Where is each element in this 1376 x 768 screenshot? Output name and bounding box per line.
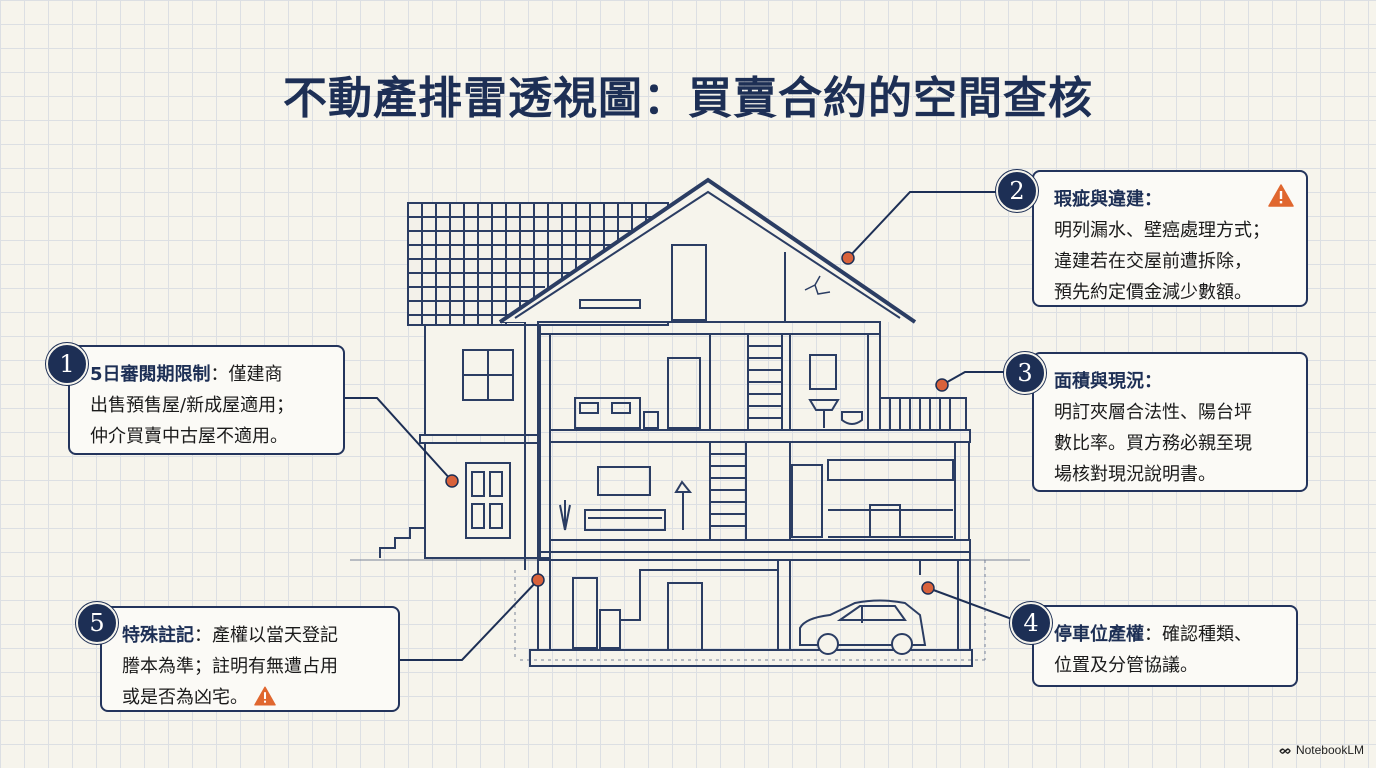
callout-3-line-2: 數比率。買方務必親至現 [1054,433,1252,454]
callout-3-heading: 面積與現況： [1054,371,1162,392]
callout-5-line-3: 或是否為凶宅。 [122,687,248,708]
notebooklm-logo-icon: ᨖ [1279,743,1292,757]
callout-4-number-badge: 4 [1010,602,1052,644]
callout-2-number-badge: 2 [996,170,1038,212]
callout-1-heading: 5日審閱期限制 [90,364,211,385]
callout-4-line-2: 位置及分管協議。 [1054,655,1198,676]
accent-points [445,251,949,595]
warning-icon [1268,184,1294,207]
callout-1-number-badge: 1 [46,343,88,385]
callout-3-number-badge: 3 [1004,352,1046,394]
callout-2-line-2: 違建若在交屋前遭拆除， [1054,251,1252,272]
warning-icon [254,686,276,706]
callout-5-heading: 特殊註記 [122,625,194,646]
callout-4-line-1: ：確認種類、 [1144,624,1252,645]
callout-2-heading: 瑕疵與違建： [1054,189,1162,210]
brand-label: NotebookLM [1295,743,1364,757]
page-title: 不動產排雷透視圖：買賣合約的空間查核 [283,73,1093,124]
callout-1-line-1: ：僅建商 [210,364,283,385]
callout-3-card: 面積與現況： 明訂夾層合法性、陽台坪 數比率。買方務必親至現 場核對現況說明書。 [1032,352,1308,492]
callout-4-heading: 停車位產權 [1054,624,1144,645]
callout-3-line-3: 場核對現況說明書。 [1054,464,1216,485]
callout-2-line-3: 預先約定價金減少數額。 [1054,282,1252,303]
callout-3-line-1: 明訂夾層合法性、陽台坪 [1054,402,1252,423]
callout-1-card: 5日審閱期限制：僅建商 出售預售屋/新成屋適用； 仲介買賣中古屋不適用。 [68,345,345,455]
callout-1-line-2: 出售預售屋/新成屋適用； [90,395,295,416]
callout-5-line-2: 謄本為準；註明有無遭占用 [122,656,338,677]
callout-2-card: 瑕疵與違建： 明列漏水、壁癌處理方式； 違建若在交屋前遭拆除， 預先約定價金減少… [1032,170,1308,307]
ground-hatch [350,559,1030,661]
callout-5-number-badge: 5 [76,602,118,644]
callout-1-line-3: 仲介買賣中古屋不適用。 [90,426,288,447]
callout-5-card: 特殊註記：產權以當天登記 謄本為準；註明有無遭占用 或是否為凶宅。 [100,606,400,712]
callout-4-card: 停車位產權：確認種類、 位置及分管協議。 [1032,605,1298,687]
callout-5-line-1: ：產權以當天登記 [194,625,338,646]
callout-2-line-1: 明列漏水、壁癌處理方式； [1054,220,1270,241]
